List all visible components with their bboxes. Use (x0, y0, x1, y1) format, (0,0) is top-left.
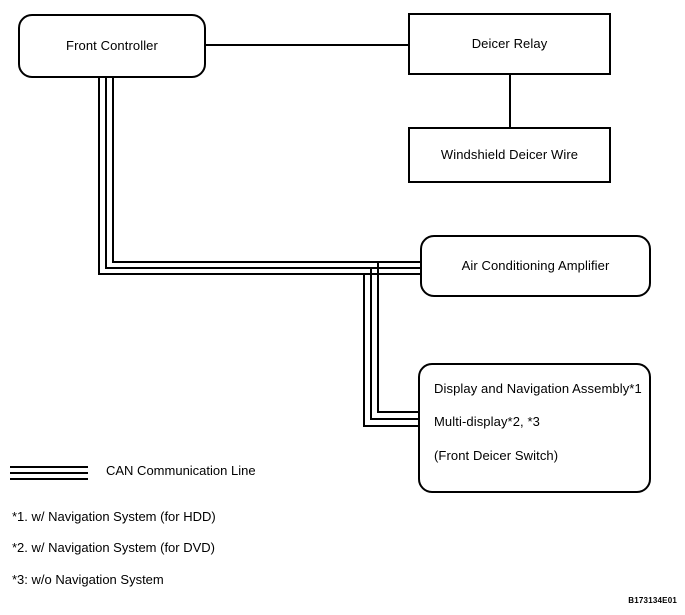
can-line-to-ac-amplifier-3 (98, 78, 420, 275)
node-windshield-deicer-wire-label: Windshield Deicer Wire (440, 146, 579, 162)
can-line-to-display-nav-3 (363, 274, 418, 427)
node-windshield-deicer-wire[interactable]: Windshield Deicer Wire (408, 127, 611, 183)
node-display-and-navigation-assembly[interactable]: Display and Navigation Assembly*1 Multi-… (418, 363, 651, 493)
can-line-to-ac-amplifier-2 (105, 78, 420, 269)
can-communication-line-icon (10, 466, 88, 483)
node-front-controller[interactable]: Front Controller (18, 14, 206, 78)
can-line-to-display-nav-2 (370, 268, 418, 420)
node-air-conditioning-amplifier-label: Air Conditioning Amplifier (461, 257, 610, 273)
footnote-3: *3: w/o Navigation System (12, 572, 164, 587)
node-display-nav-line-2: Multi-display*2, *3 (434, 414, 540, 430)
node-deicer-relay-label: Deicer Relay (471, 35, 548, 51)
footnote-2: *2. w/ Navigation System (for DVD) (12, 540, 216, 555)
document-code: B173134E01 (628, 596, 677, 605)
node-front-controller-label: Front Controller (66, 37, 158, 53)
node-air-conditioning-amplifier[interactable]: Air Conditioning Amplifier (420, 235, 651, 297)
can-line-to-ac-amplifier-1 (112, 78, 420, 263)
legend: CAN Communication Line (10, 463, 410, 489)
can-line-to-display-nav-1 (377, 262, 418, 413)
footnote-1: *1. w/ Navigation System (for HDD) (12, 509, 216, 524)
node-display-nav-line-3: (Front Deicer Switch) (434, 447, 559, 463)
legend-label: CAN Communication Line (106, 463, 256, 478)
node-display-nav-line-1: Display and Navigation Assembly*1 (434, 381, 642, 396)
node-deicer-relay[interactable]: Deicer Relay (408, 13, 611, 75)
